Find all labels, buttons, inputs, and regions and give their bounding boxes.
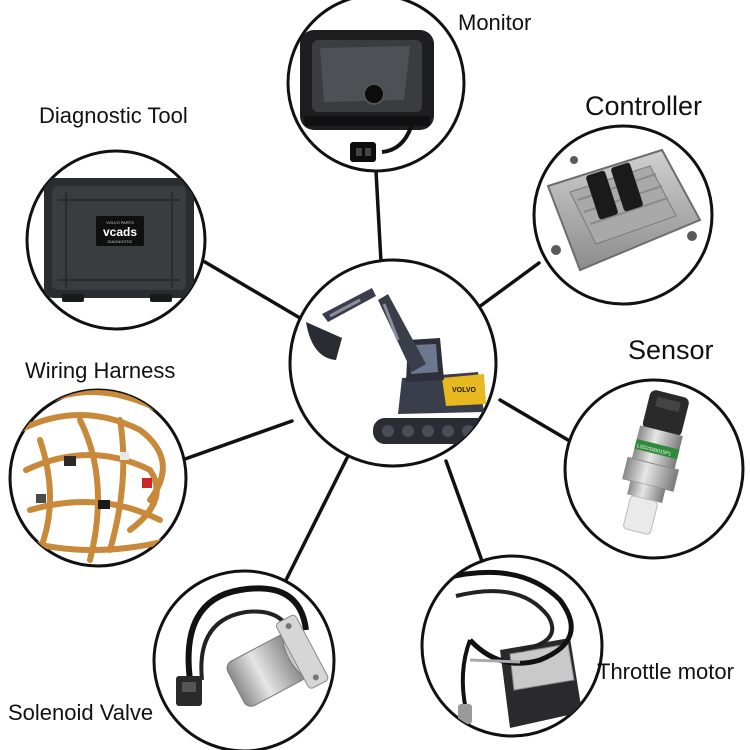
monitor-node	[286, 0, 466, 173]
center-node: VOLVO	[288, 258, 498, 468]
monitor-label: Monitor	[458, 10, 531, 35]
solenoid-valve-label: Solenoid Valve	[8, 700, 153, 725]
throttle-motor-label: Throttle motor	[597, 659, 734, 684]
sensor-image: LS52S00015P1	[622, 390, 689, 535]
sensor-label: Sensor	[628, 335, 714, 365]
sensor-node: LS52S00015P1	[563, 378, 745, 560]
diagnostic-tool-node: VOLVO PARTS vcads DIAGNOSTIC	[25, 149, 207, 331]
wiring-harness-label: Wiring Harness	[25, 358, 175, 383]
connector-diagnostic-tool	[203, 260, 302, 320]
controller-label: Controller	[585, 91, 702, 121]
solenoid-valve-image	[176, 585, 329, 707]
connector-sensor	[498, 398, 570, 442]
solenoid-valve-node	[152, 569, 336, 750]
connector-solenoid-valve	[283, 456, 349, 584]
case-bottom-text: DIAGNOSTIC	[108, 239, 133, 244]
connector-wiring-harness	[183, 419, 294, 461]
connector-monitor	[374, 169, 383, 264]
connector-throttle-motor	[444, 459, 484, 563]
case-top-text: VOLVO PARTS	[106, 220, 134, 225]
wiring-harness-node	[8, 388, 188, 568]
knob-icon	[363, 83, 385, 105]
controller-node	[532, 124, 714, 306]
throttle-motor-image	[445, 569, 582, 728]
excavator-brand-text: VOLVO	[452, 387, 477, 394]
controller-image	[546, 148, 702, 272]
diagnostic-tool-label: Diagnostic Tool	[39, 103, 188, 128]
throttle-motor-node	[420, 554, 604, 738]
connector-controller	[477, 261, 541, 309]
connector-lines	[183, 169, 570, 584]
diagnostic-tool-image: VOLVO PARTS vcads DIAGNOSTIC	[44, 178, 194, 302]
case-brand: vcads	[103, 225, 137, 239]
excavator-image: VOLVO	[306, 288, 491, 444]
monitor-image	[300, 30, 434, 162]
